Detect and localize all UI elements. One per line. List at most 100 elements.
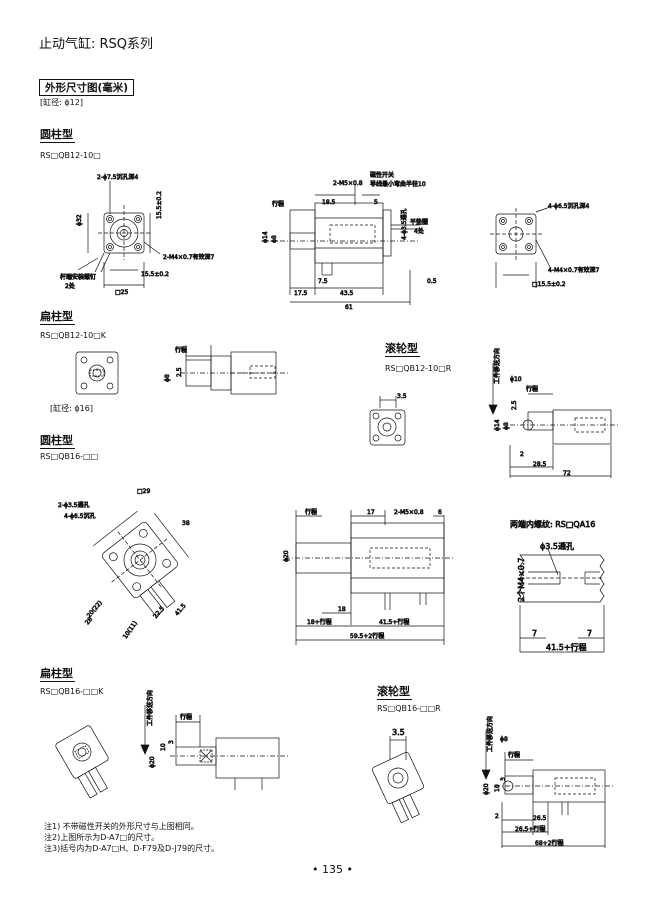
label-r2-265s: 26.5+行程 (515, 825, 545, 833)
label-d2-sw: 磁性开关 (370, 171, 394, 179)
label-d2-185: 18.5 (322, 199, 336, 206)
label-t-m4: 2个M4×0.7 (517, 557, 526, 602)
label-k-phi8: ϕ8 (164, 374, 171, 382)
label-k2-3: 3 (168, 740, 175, 744)
label-d1-155b: 15.5±0.2 (141, 271, 169, 278)
label-r2-stroke: 行程 (508, 751, 520, 759)
label-t-415s: 41.5+行程 (546, 642, 587, 652)
label-d1-155: 15.5±0.2 (156, 191, 163, 219)
label-b-28: 28 (84, 616, 94, 626)
label-c-phi20: ϕ20 (283, 550, 290, 562)
section-code-round: RS□QB12-10□ (40, 151, 101, 160)
label-k2-phi20: ϕ20 (149, 756, 156, 768)
label-c-stroke: 行程 (305, 508, 317, 516)
label-r-2: 2 (520, 451, 524, 458)
label-d3-m4: 4-M4×0.7有效深7 (548, 266, 600, 274)
drawing-roller-12: 3.5 工件移送方向 行程 ϕ10 ϕ14 ϕ8 2.5 2 28.5 72 (369, 348, 620, 478)
label-c-m5: 2-M5×0.8 (394, 509, 424, 516)
label-c-415s: 41.5+行程 (379, 618, 409, 626)
section-label-round: 圆柱型 (40, 128, 75, 144)
label-d2-175: 17.5 (294, 290, 308, 297)
label-r2-35: 3.5 (392, 728, 405, 737)
label-b-hole2: 4-ϕ6.5沉孔 (64, 512, 95, 520)
label-r-stroke: 行程 (526, 385, 538, 393)
label-d1-phi32: ϕ32 (76, 214, 83, 226)
drawing-front-16-labels: 2-ϕ3.5通孔 4-ϕ6.5沉孔 □29 38 20(22) 22.5 41.… (58, 488, 191, 641)
label-d2-75: 7.5 (318, 278, 328, 285)
label-k2-10: 10 (160, 743, 167, 751)
label-d2-washer: 平垫圈 (410, 218, 428, 226)
label-b-29: □29 (137, 488, 150, 495)
section-label-flat: 扁柱型 (40, 310, 75, 326)
label-d2-phi14: ϕ14 (262, 231, 269, 243)
label-b-415: 41.5 (174, 602, 188, 617)
label-k-stroke: 行程 (175, 346, 187, 354)
section-code-flat: RS□QB12-10□K (40, 331, 107, 340)
label-r-25: 2.5 (511, 400, 518, 410)
label-r2-68s: 68+2行程 (535, 839, 563, 847)
section-label-roller: 滚轮型 (385, 342, 420, 358)
bore-label-12: [缸径: ϕ12] (40, 98, 83, 107)
label-d1-m4: 2-M4×0.7有效深7 (163, 253, 215, 261)
label-d2-phi8: ϕ8 (271, 235, 278, 243)
drawing-side-16: 行程 17 2-M5×0.8 6 ϕ20 18 18+行程 41.5+行程 59… (283, 508, 455, 645)
label-r2-10: 10 (494, 784, 501, 792)
label-r2-phi20: ϕ20 (483, 783, 490, 795)
note-2: 注2)上图所示为D-A7□的尺寸。 (44, 833, 160, 842)
label-d2-washer2: 4处 (414, 227, 424, 235)
label-d2-stroke: 行程 (272, 200, 284, 208)
label-r2-phi8: ϕ8 (500, 736, 508, 743)
label-d1-bolt: 杆端安装螺钉 (60, 273, 96, 281)
page-number: • 135 • (312, 863, 353, 876)
section-code-flat-16: RS□QB16-□□K (40, 687, 104, 696)
drawing-front-12: 2-ϕ7.5沉孔深4 ϕ32 15.5±0.2 2-M4×0.7有效深7 杆端安… (60, 173, 215, 297)
label-b-10: 10(11) (122, 620, 139, 640)
drawing-front-16 (93, 510, 190, 617)
label-r-phi10: ϕ10 (510, 376, 522, 383)
label-b-hole1: 2-ϕ3.5通孔 (58, 501, 89, 509)
page-title: 止动气缸: RSQ系列 (39, 37, 154, 52)
section-code-roller-16: RS□QB16-□□R (377, 704, 441, 713)
label-r-285: 28.5 (533, 461, 547, 468)
drawing-thread-16: 两端内螺纹: RS□QA16 ϕ3.5通孔 2个M4×0.7 7 7 41.5+… (510, 519, 605, 653)
header-box: 外形尺寸图(毫米) (39, 79, 135, 97)
label-d3-155: □15.5±0.2 (532, 281, 566, 288)
label-r2-265a: 26.5 (533, 815, 547, 822)
label-t-hole: ϕ3.5通孔 (540, 541, 574, 551)
section-label-round-16: 圆柱型 (40, 434, 75, 450)
label-c-18s: 18+行程 (307, 618, 332, 626)
label-d2-61: 61 (345, 304, 353, 311)
label-r-dir: 工件移送方向 (493, 348, 501, 384)
label-b-225: 22.5 (152, 605, 166, 620)
drawing-roller-16: 3.5 工件移送方向 ϕ8 行程 ϕ20 10 3 2 26.5 (372, 716, 615, 848)
label-b-38: 38 (182, 520, 190, 527)
section-label-roller-16: 滚轮型 (377, 685, 412, 701)
label-d1-bolt2: 2处 (65, 282, 75, 290)
note-3: 注3)括号内为D-A7□H、D-F79及D-J79的尺寸。 (44, 844, 220, 853)
label-k2-stroke: 行程 (180, 713, 192, 721)
label-r-35: 3.5 (397, 393, 407, 400)
drawing-flat-12: 行程 ϕ8 2.5 (75, 345, 290, 395)
label-c-6: 6 (438, 509, 442, 516)
label-d3-hole: 4-ϕ6.5沉孔深4 (548, 202, 589, 210)
section-label-flat-16: 扁柱型 (40, 667, 75, 683)
drawing-flat-16: 工件移送方向 行程 ϕ20 10 3 (55, 690, 290, 799)
label-c-17: 17 (367, 509, 375, 516)
drawing-side-12: 2-M5×0.8 磁性开关 导线最小弯曲半径10 行程 18.5 5 ϕ14 ϕ… (262, 171, 437, 312)
label-r2-dir: 工件移送方向 (486, 716, 494, 752)
label-r2-2: 2 (495, 813, 499, 820)
note-1: 注1) 不带磁性开关的外形尺寸与上图相同。 (44, 822, 199, 831)
label-t-7b: 7 (587, 629, 592, 638)
label-c-18: 18 (338, 606, 346, 613)
section-code-round-16: RS□QB16-□□ (40, 452, 99, 461)
label-r-phi8: ϕ8 (503, 422, 510, 430)
label-d2-4phi: 4-ϕ3.5通孔 (400, 209, 408, 240)
section-code-roller: RS□QB12-10□R (385, 364, 452, 373)
label-t-7a: 7 (532, 629, 537, 638)
label-k2-dir: 工件移送方向 (146, 690, 154, 726)
label-d2-435: 43.5 (340, 290, 354, 297)
label-k-25: 2.5 (176, 367, 183, 377)
label-d2-sw2: 导线最小弯曲半径10 (370, 180, 426, 188)
label-d1-25: □25 (115, 289, 128, 296)
